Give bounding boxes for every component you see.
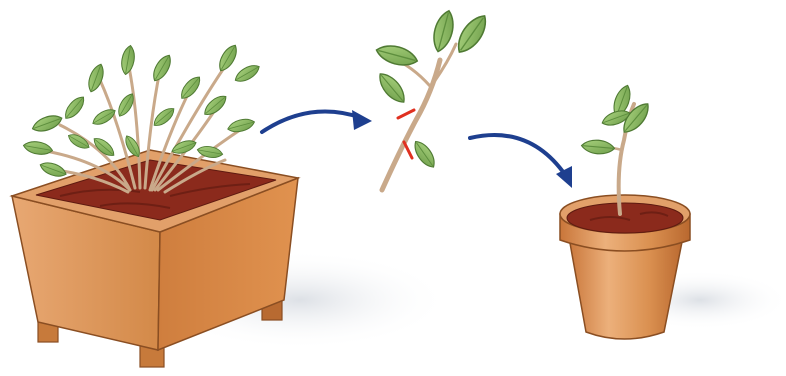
rooted-cutting-group xyxy=(560,83,786,339)
curved-arrow-down-right-icon xyxy=(470,135,572,188)
cut-line-icon xyxy=(404,142,412,158)
cutting-group xyxy=(374,9,492,190)
curved-arrow-right-icon xyxy=(262,110,372,132)
cut-line-icon xyxy=(398,110,414,118)
